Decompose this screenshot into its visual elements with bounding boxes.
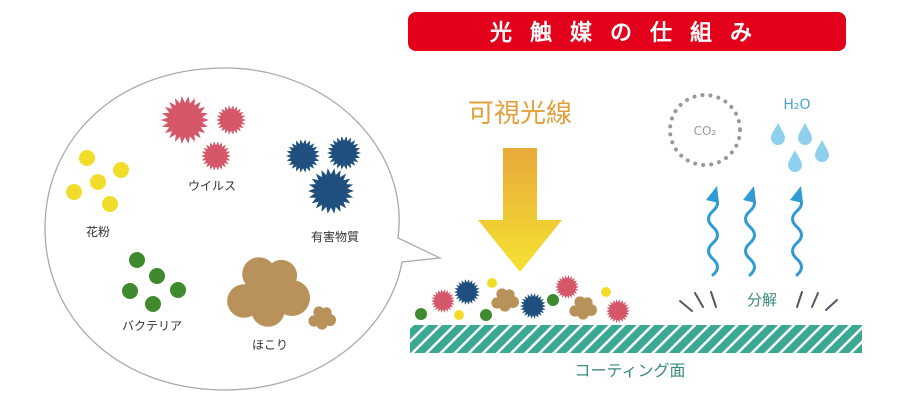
title-banner: 光触媒の仕組み [408, 12, 846, 51]
harmful-substance-icon [327, 136, 361, 170]
dust-label: ほこり [252, 338, 288, 352]
pollen-icon [102, 196, 118, 212]
bacteria-icon [547, 294, 559, 306]
bacteria-icon [170, 282, 186, 298]
pollen-icon [66, 184, 82, 200]
virus-label: ウイルス [188, 179, 236, 193]
coating-surface [410, 325, 862, 353]
virus-icon [161, 96, 209, 144]
bubble-contents [66, 96, 361, 330]
title-text: 光触媒の仕組み [489, 20, 770, 46]
rising-waves [706, 186, 803, 277]
water-drop-icon [771, 123, 785, 145]
bacteria-icon [480, 309, 492, 321]
h2o-label: H₂O [783, 97, 810, 113]
dust-icon [227, 257, 310, 327]
arrow-head-icon [790, 186, 803, 203]
pollen-label: 花粉 [86, 224, 110, 239]
light-arrow-icon [478, 148, 562, 272]
coating-label: コーティング面 [574, 361, 685, 380]
water-drop-icon [798, 123, 812, 145]
virus-icon [606, 299, 630, 323]
pollen-icon [487, 278, 497, 288]
wave-arrow-icon [791, 193, 803, 277]
bacteria-icon [415, 308, 427, 320]
virus-icon [431, 289, 455, 313]
harmful-substance-icon [520, 293, 546, 319]
water-drop-icon [815, 140, 829, 162]
pollen-icon [454, 310, 464, 320]
visible-light-label: 可視光線 [468, 99, 572, 129]
harmful-substance-icon [454, 279, 480, 305]
water-drops [771, 123, 829, 172]
dust-icon [491, 288, 519, 312]
co2-circle-icon [668, 93, 742, 167]
virus-icon [216, 105, 246, 135]
bacteria-icon [122, 283, 138, 299]
virus-icon [201, 141, 231, 171]
dust-icon [569, 296, 597, 320]
wave-arrow-icon [744, 193, 756, 277]
decompose-lines-icon [679, 291, 838, 312]
wave-arrow-icon [707, 193, 719, 277]
bacteria-icon [145, 296, 161, 312]
pollen-icon [90, 174, 106, 190]
harmful-substance-label: 有害物質 [311, 229, 359, 244]
dust-icon [308, 306, 336, 330]
pollen-icon [601, 287, 611, 297]
water-drop-icon [788, 150, 802, 172]
arrow-head-icon [743, 186, 756, 203]
harmful-substance-icon [286, 139, 320, 173]
pollen-icon [113, 162, 129, 178]
pollen-icon [79, 150, 95, 166]
bacteria-icon [129, 252, 145, 268]
arrow-head-icon [706, 186, 719, 203]
bacteria-icon [149, 268, 165, 284]
virus-icon [555, 275, 579, 299]
harmful-substance-icon [308, 168, 354, 214]
bacteria-label: バクテリア [122, 319, 182, 333]
surface-contaminants [415, 275, 630, 323]
co2-label: CO₂ [694, 124, 717, 138]
decompose-label: 分解 [747, 291, 777, 309]
